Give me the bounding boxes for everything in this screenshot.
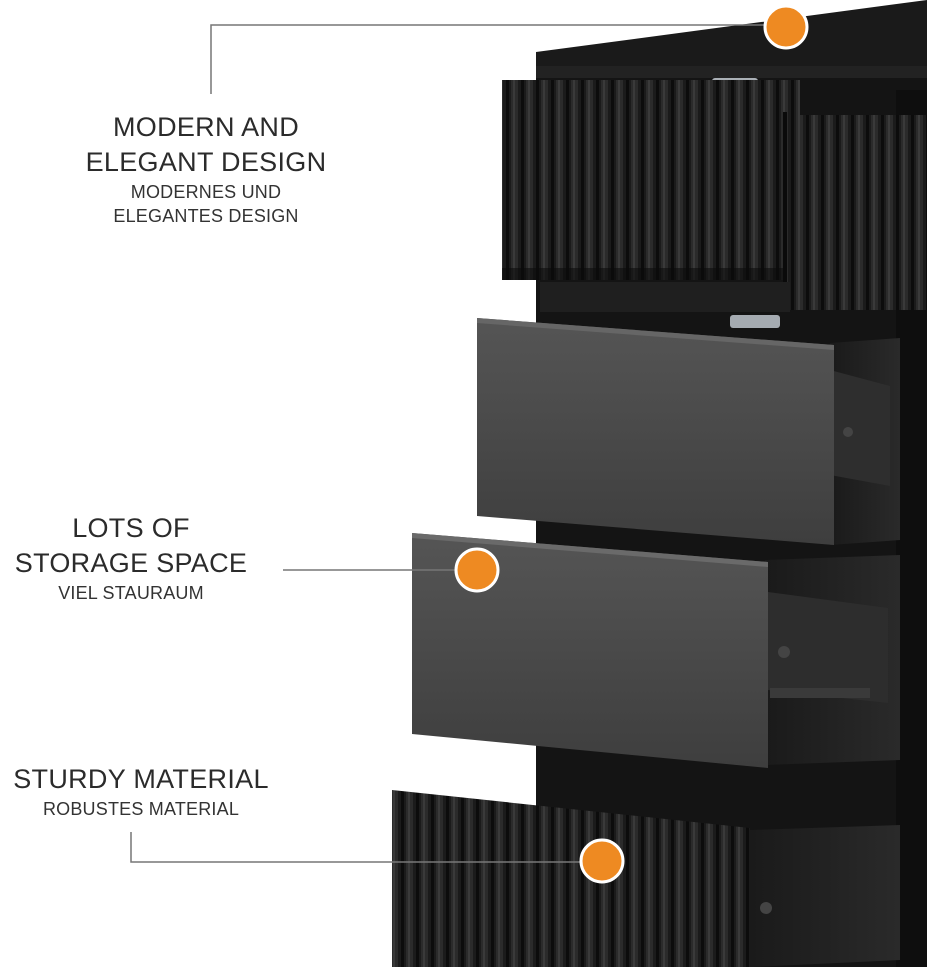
shelf-shadow	[540, 282, 790, 312]
fluted-drawer-top-left	[502, 80, 800, 280]
feature-subtitle-line2: ELEGANTES DESIGN	[113, 206, 299, 226]
callout-dot-material	[579, 838, 625, 884]
feature-title-line1: LOTS OF	[72, 513, 190, 543]
feature-title-line2: STORAGE SPACE	[14, 548, 248, 578]
bottom-drawer-inner	[750, 825, 900, 967]
feature-subtitle-line1: ROBUSTES MATERIAL	[42, 799, 240, 819]
feature-title-line1: STURDY MATERIAL	[13, 764, 269, 794]
drawer-1-front	[477, 318, 834, 545]
drawer-2-side	[768, 592, 888, 703]
drawer-1-front-edge	[477, 318, 834, 350]
bottom-drawer-screw	[760, 902, 772, 914]
feature-label-material: STURDY MATERIAL ROBUSTES MATERIAL	[0, 762, 282, 821]
drawer-2-front-edge	[412, 533, 768, 567]
feature-subtitle-line1: VIEL STAURAUM	[58, 583, 204, 603]
feature-subtitle-line1: MODERNES UND	[130, 182, 282, 202]
fluted-drawer-top-left-shadow	[502, 268, 800, 280]
feature-title-line1: MODERN AND	[112, 112, 299, 142]
callout-dot-storage	[454, 547, 500, 593]
drawer-2-runner	[770, 688, 870, 698]
hinge-bracket-middle	[730, 315, 780, 328]
drawer-2-screw	[778, 646, 790, 658]
drawer-2-front	[412, 533, 768, 768]
feature-title-line2: ELEGANT DESIGN	[85, 147, 327, 177]
fluted-drawer-bottom	[392, 790, 750, 967]
feature-label-design: MODERN AND ELEGANT DESIGN MODERNES UND E…	[60, 110, 352, 228]
drawer-divider	[783, 112, 787, 310]
feature-label-storage: LOTS OF STORAGE SPACE VIEL STAURAUM	[0, 511, 262, 605]
leader-line-design	[210, 24, 770, 94]
drawer-1-side	[830, 370, 890, 486]
cabinet-top	[536, 0, 927, 85]
cabinet-top-lip	[536, 66, 927, 78]
drawer-1-screw	[843, 427, 853, 437]
leader-line-material	[130, 832, 586, 863]
fluted-drawer-top-right	[787, 115, 927, 310]
callout-dot-design	[763, 4, 809, 50]
